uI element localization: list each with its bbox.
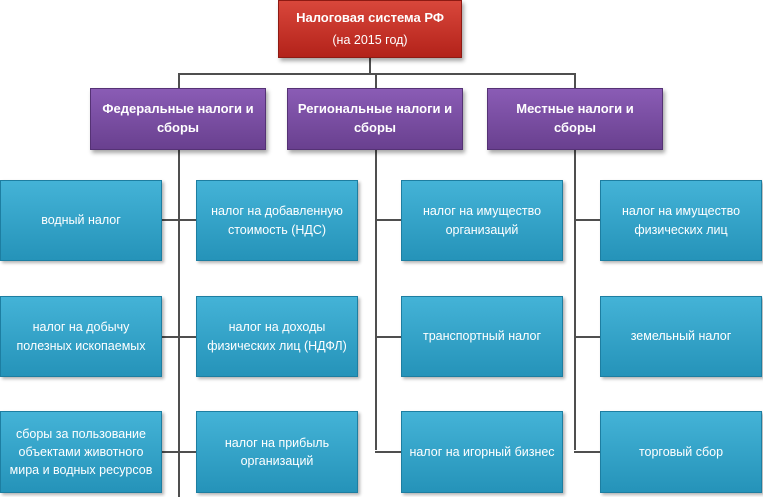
connector-regional-1 xyxy=(375,219,401,221)
federal-right-tax-3: налог на прибыль организаций xyxy=(196,411,358,493)
local-tax-1: налог на имущество физических лиц xyxy=(600,180,762,261)
federal-right-tax-1-label: налог на добавленную стоимость (НДС) xyxy=(211,204,343,237)
regional-tax-2-label: транспортный налог xyxy=(422,329,542,344)
connector-local-3 xyxy=(574,451,600,453)
connector-federal-left-3 xyxy=(162,451,180,453)
federal-left-tax-1: водный налог xyxy=(0,180,162,261)
connector-regional-3 xyxy=(375,451,401,453)
root-subtitle: (на 2015 год) xyxy=(332,33,408,48)
connector-federal-right-1 xyxy=(178,219,196,221)
connector-federal-right-3 xyxy=(178,451,196,453)
local-tax-2-label: земельный налог xyxy=(630,329,732,344)
connector-federal-vertical xyxy=(178,150,180,497)
connector-federal-drop xyxy=(178,73,180,88)
root-node: Налоговая система РФ (на 2015 год) xyxy=(278,0,462,58)
federal-right-tax-2-label: налог на доходы физических лиц (НДФЛ) xyxy=(207,320,347,353)
connector-local-drop xyxy=(574,73,576,88)
regional-tax-1-label: налог на имущество организаций xyxy=(422,204,542,237)
connector-horizontal xyxy=(178,73,576,75)
local-tax-3: торговый сбор xyxy=(600,411,762,493)
connector-local-vertical xyxy=(574,150,576,450)
federal-left-tax-2-label: налог на добычу полезных ископаемых xyxy=(16,320,146,353)
category-local: Местные налоги и сборы xyxy=(487,88,663,150)
local-tax-1-label: налог на имущество физических лиц xyxy=(621,204,741,237)
connector-regional-2 xyxy=(375,336,401,338)
category-local-label: Местные налоги и сборы xyxy=(516,101,634,135)
regional-tax-1: налог на имущество организаций xyxy=(401,180,563,261)
root-title: Налоговая система РФ xyxy=(296,9,444,25)
connector-root-down xyxy=(369,58,371,74)
regional-tax-3: налог на игорный бизнес xyxy=(401,411,563,493)
federal-left-tax-2: налог на добычу полезных ископаемых xyxy=(0,296,162,377)
connector-local-1 xyxy=(574,219,600,221)
category-regional: Региональные налоги и сборы xyxy=(287,88,463,150)
federal-left-tax-3-label: сборы за пользование объектами животного… xyxy=(9,426,153,478)
connector-federal-left-1 xyxy=(162,219,180,221)
local-tax-2: земельный налог xyxy=(600,296,762,377)
connector-regional-vertical xyxy=(375,150,377,450)
federal-left-tax-3: сборы за пользование объектами животного… xyxy=(0,411,162,493)
category-regional-label: Региональные налоги и сборы xyxy=(297,101,453,135)
federal-right-tax-2: налог на доходы физических лиц (НДФЛ) xyxy=(196,296,358,377)
local-tax-3-label: торговый сбор xyxy=(638,444,724,459)
category-federal-label: Федеральные налоги и сборы xyxy=(102,101,254,135)
federal-left-tax-1-label: водный налог xyxy=(41,213,121,228)
category-federal: Федеральные налоги и сборы xyxy=(90,88,266,150)
federal-right-tax-3-label: налог на прибыль организаций xyxy=(224,435,330,468)
regional-tax-2: транспортный налог xyxy=(401,296,563,377)
connector-federal-right-2 xyxy=(178,336,196,338)
connector-regional-drop xyxy=(375,73,377,88)
connector-federal-left-2 xyxy=(162,336,180,338)
federal-right-tax-1: налог на добавленную стоимость (НДС) xyxy=(196,180,358,261)
connector-local-2 xyxy=(574,336,600,338)
regional-tax-3-label: налог на игорный бизнес xyxy=(409,444,555,459)
